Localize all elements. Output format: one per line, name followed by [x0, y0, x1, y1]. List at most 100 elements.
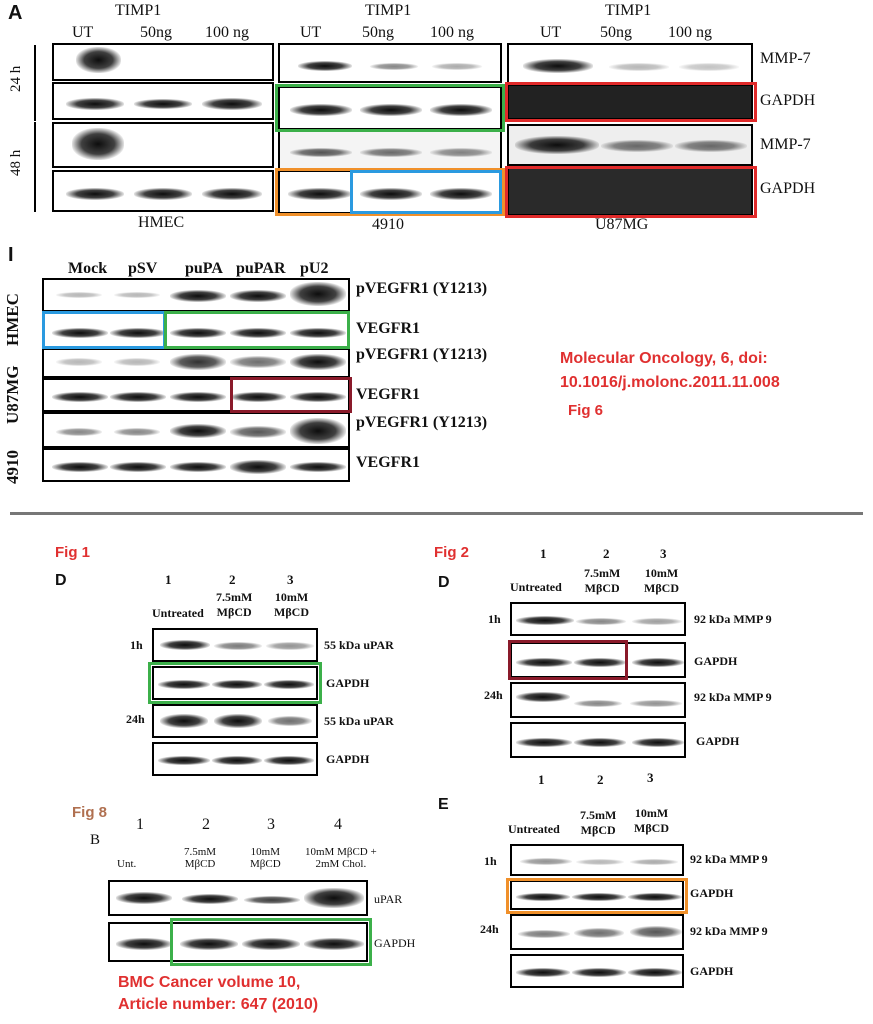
citation-molonc-line1: Molecular Oncology, 6, doi:: [560, 350, 768, 367]
row-gapdh: GAPDH: [760, 92, 816, 109]
row-pvegfr1: pVEGFR1 (Y1213): [356, 280, 488, 297]
fig1-num-1: 1: [165, 572, 172, 587]
lane-pu2: pU2: [300, 260, 329, 277]
fig2-letter-e: E: [438, 796, 449, 813]
blot-u87mg-gapdh-48h: [507, 166, 753, 216]
lane-ut: UT: [540, 24, 562, 41]
panel-a-letter: A: [8, 2, 23, 24]
blot-hmec-pvegfr1: [42, 278, 350, 312]
fig1-tag: Fig 1: [55, 544, 91, 561]
fig2e-lane-untreated: Untreated: [508, 822, 560, 836]
blot-4910-gapdh-24h: [278, 86, 502, 130]
fig1-num-3: 3: [287, 572, 294, 587]
fig1-blot-upar-24h: [152, 704, 318, 738]
blot-hmec-gapdh-48h: [52, 170, 274, 212]
cell-u87mg: U87MG: [595, 216, 649, 233]
fig2-blot-gapdh-24h: [510, 722, 686, 758]
lane-100ng: 100 ng: [430, 24, 474, 41]
fig2e-time-24h: 24h: [480, 922, 499, 936]
row-vegfr1: VEGFR1: [356, 320, 420, 337]
highlight-green-i: [164, 311, 350, 349]
fig2-time-1h: 1h: [488, 612, 501, 626]
fig2-lane-untreated: Untreated: [510, 580, 562, 594]
fig8-tag: Fig 8: [72, 804, 108, 821]
fig1-num-2: 2: [229, 572, 236, 587]
fig2-time-24h: 24h: [484, 688, 503, 702]
fig1-time-1h: 1h: [130, 638, 143, 652]
blot-4910-vegfr1: [42, 448, 350, 482]
fig2-row-gapdh: GAPDH: [696, 734, 740, 748]
fig8-blot-gapdh: [108, 922, 368, 962]
fig1-blot-gapdh-1h: [152, 666, 318, 700]
blot-u87mg-vegfr1: [42, 378, 350, 412]
fig8-row-upar: uPAR: [374, 892, 403, 906]
blot-u87mg-mmp7-24h: [507, 43, 753, 85]
fig1-row-gapdh: GAPDH: [326, 752, 370, 766]
fig8-lane-10mm: 10mM MβCD: [250, 846, 281, 870]
bracket-48h: [34, 122, 36, 212]
timp-label-hmec: TIMP1: [115, 2, 162, 19]
fig2-num-2: 2: [603, 546, 610, 561]
row-vegfr1: VEGFR1: [356, 386, 420, 403]
lane-50ng: 50ng: [600, 24, 632, 41]
blot-u87mg-mmp7-48h: [507, 124, 753, 166]
fig1-lane-10mm: 10mM MβCD: [274, 590, 309, 619]
lane-mock: Mock: [68, 260, 108, 277]
highlight-red-a1: [505, 82, 757, 122]
fig2e-num-1: 1: [538, 772, 545, 787]
fig2-lane-10mm: 10mM MβCD: [644, 566, 679, 595]
fig8-lane-75mm: 7.5mM MβCD: [184, 846, 217, 870]
fig2-num-1: 1: [540, 546, 547, 561]
row-mmp7: MMP-7: [760, 50, 811, 67]
fig8-lane-10mm-chol: 10mM MβCD + 2mM Chol.: [305, 846, 377, 870]
lane-50ng: 50ng: [362, 24, 394, 41]
row-pvegfr1: pVEGFR1 (Y1213): [356, 346, 488, 363]
blot-4910-mmp7-48h: [278, 130, 502, 170]
fig1-row-upar: 55 kDa uPAR: [324, 638, 394, 652]
fig1-time-24h: 24h: [126, 712, 145, 726]
fig2e-row-mmp9: 92 kDa MMP 9: [690, 924, 768, 938]
citation-bmc-line1: BMC Cancer volume 10,: [118, 974, 301, 991]
fig2-row-mmp9: 92 kDa MMP 9: [694, 612, 772, 626]
lane-50ng: 50ng: [140, 24, 172, 41]
row-pvegfr1: pVEGFR1 (Y1213): [356, 414, 488, 431]
fig2-blot-mmp9-1h: [510, 602, 686, 636]
fig1-lane-untreated: Untreated: [152, 606, 204, 620]
lane-pupa: puPA: [185, 260, 223, 277]
fig2-lane-75mm: 7.5mM MβCD: [584, 566, 621, 595]
time-48h: 48 h: [8, 149, 24, 176]
blot-hmec-mmp7-48h: [52, 122, 274, 168]
fig8-letter: B: [90, 832, 101, 848]
fig8-blot-upar: [108, 880, 368, 916]
fig2-num-3: 3: [660, 546, 667, 561]
fig8-num-3: 3: [267, 816, 275, 833]
timp-label-4910: TIMP1: [365, 2, 412, 19]
blot-4910-mmp7-24h: [278, 43, 502, 83]
highlight-green-a: [275, 84, 505, 132]
row-gapdh: GAPDH: [760, 180, 816, 197]
highlight-red-a2: [505, 166, 757, 218]
fig2-blot-gapdh-1h: [510, 642, 686, 678]
fig1-lane-75mm: 7.5mM MβCD: [216, 590, 253, 619]
blot-hmec-mmp7-24h: [52, 43, 274, 81]
fig2-row-gapdh: GAPDH: [694, 654, 738, 668]
cell-4910: 4910: [372, 216, 404, 233]
row-vegfr1: VEGFR1: [356, 454, 420, 471]
fig2e-row-gapdh: GAPDH: [690, 886, 734, 900]
fig8-row-gapdh: GAPDH: [374, 936, 416, 950]
fig2e-num-3: 3: [647, 770, 654, 785]
timp-label-u87mg: TIMP1: [605, 2, 652, 19]
highlight-orange-a: [275, 168, 505, 216]
fig8-num-1: 1: [136, 816, 144, 833]
fig2e-blot-gapdh-24h: [510, 954, 684, 988]
lane-pupar: puPAR: [236, 260, 286, 277]
citation-molonc-line2: 10.1016/j.molonc.2011.11.008: [560, 374, 780, 391]
highlight-maroon-fig2: [508, 640, 628, 680]
bracket-24h: [34, 45, 36, 121]
fig1-row-gapdh: GAPDH: [326, 676, 370, 690]
fig2e-row-gapdh: GAPDH: [690, 964, 734, 978]
lane-100ng: 100 ng: [668, 24, 712, 41]
fig2e-time-1h: 1h: [484, 854, 497, 868]
highlight-maroon-i: [230, 377, 352, 413]
blot-hmec-gapdh-24h: [52, 82, 274, 120]
